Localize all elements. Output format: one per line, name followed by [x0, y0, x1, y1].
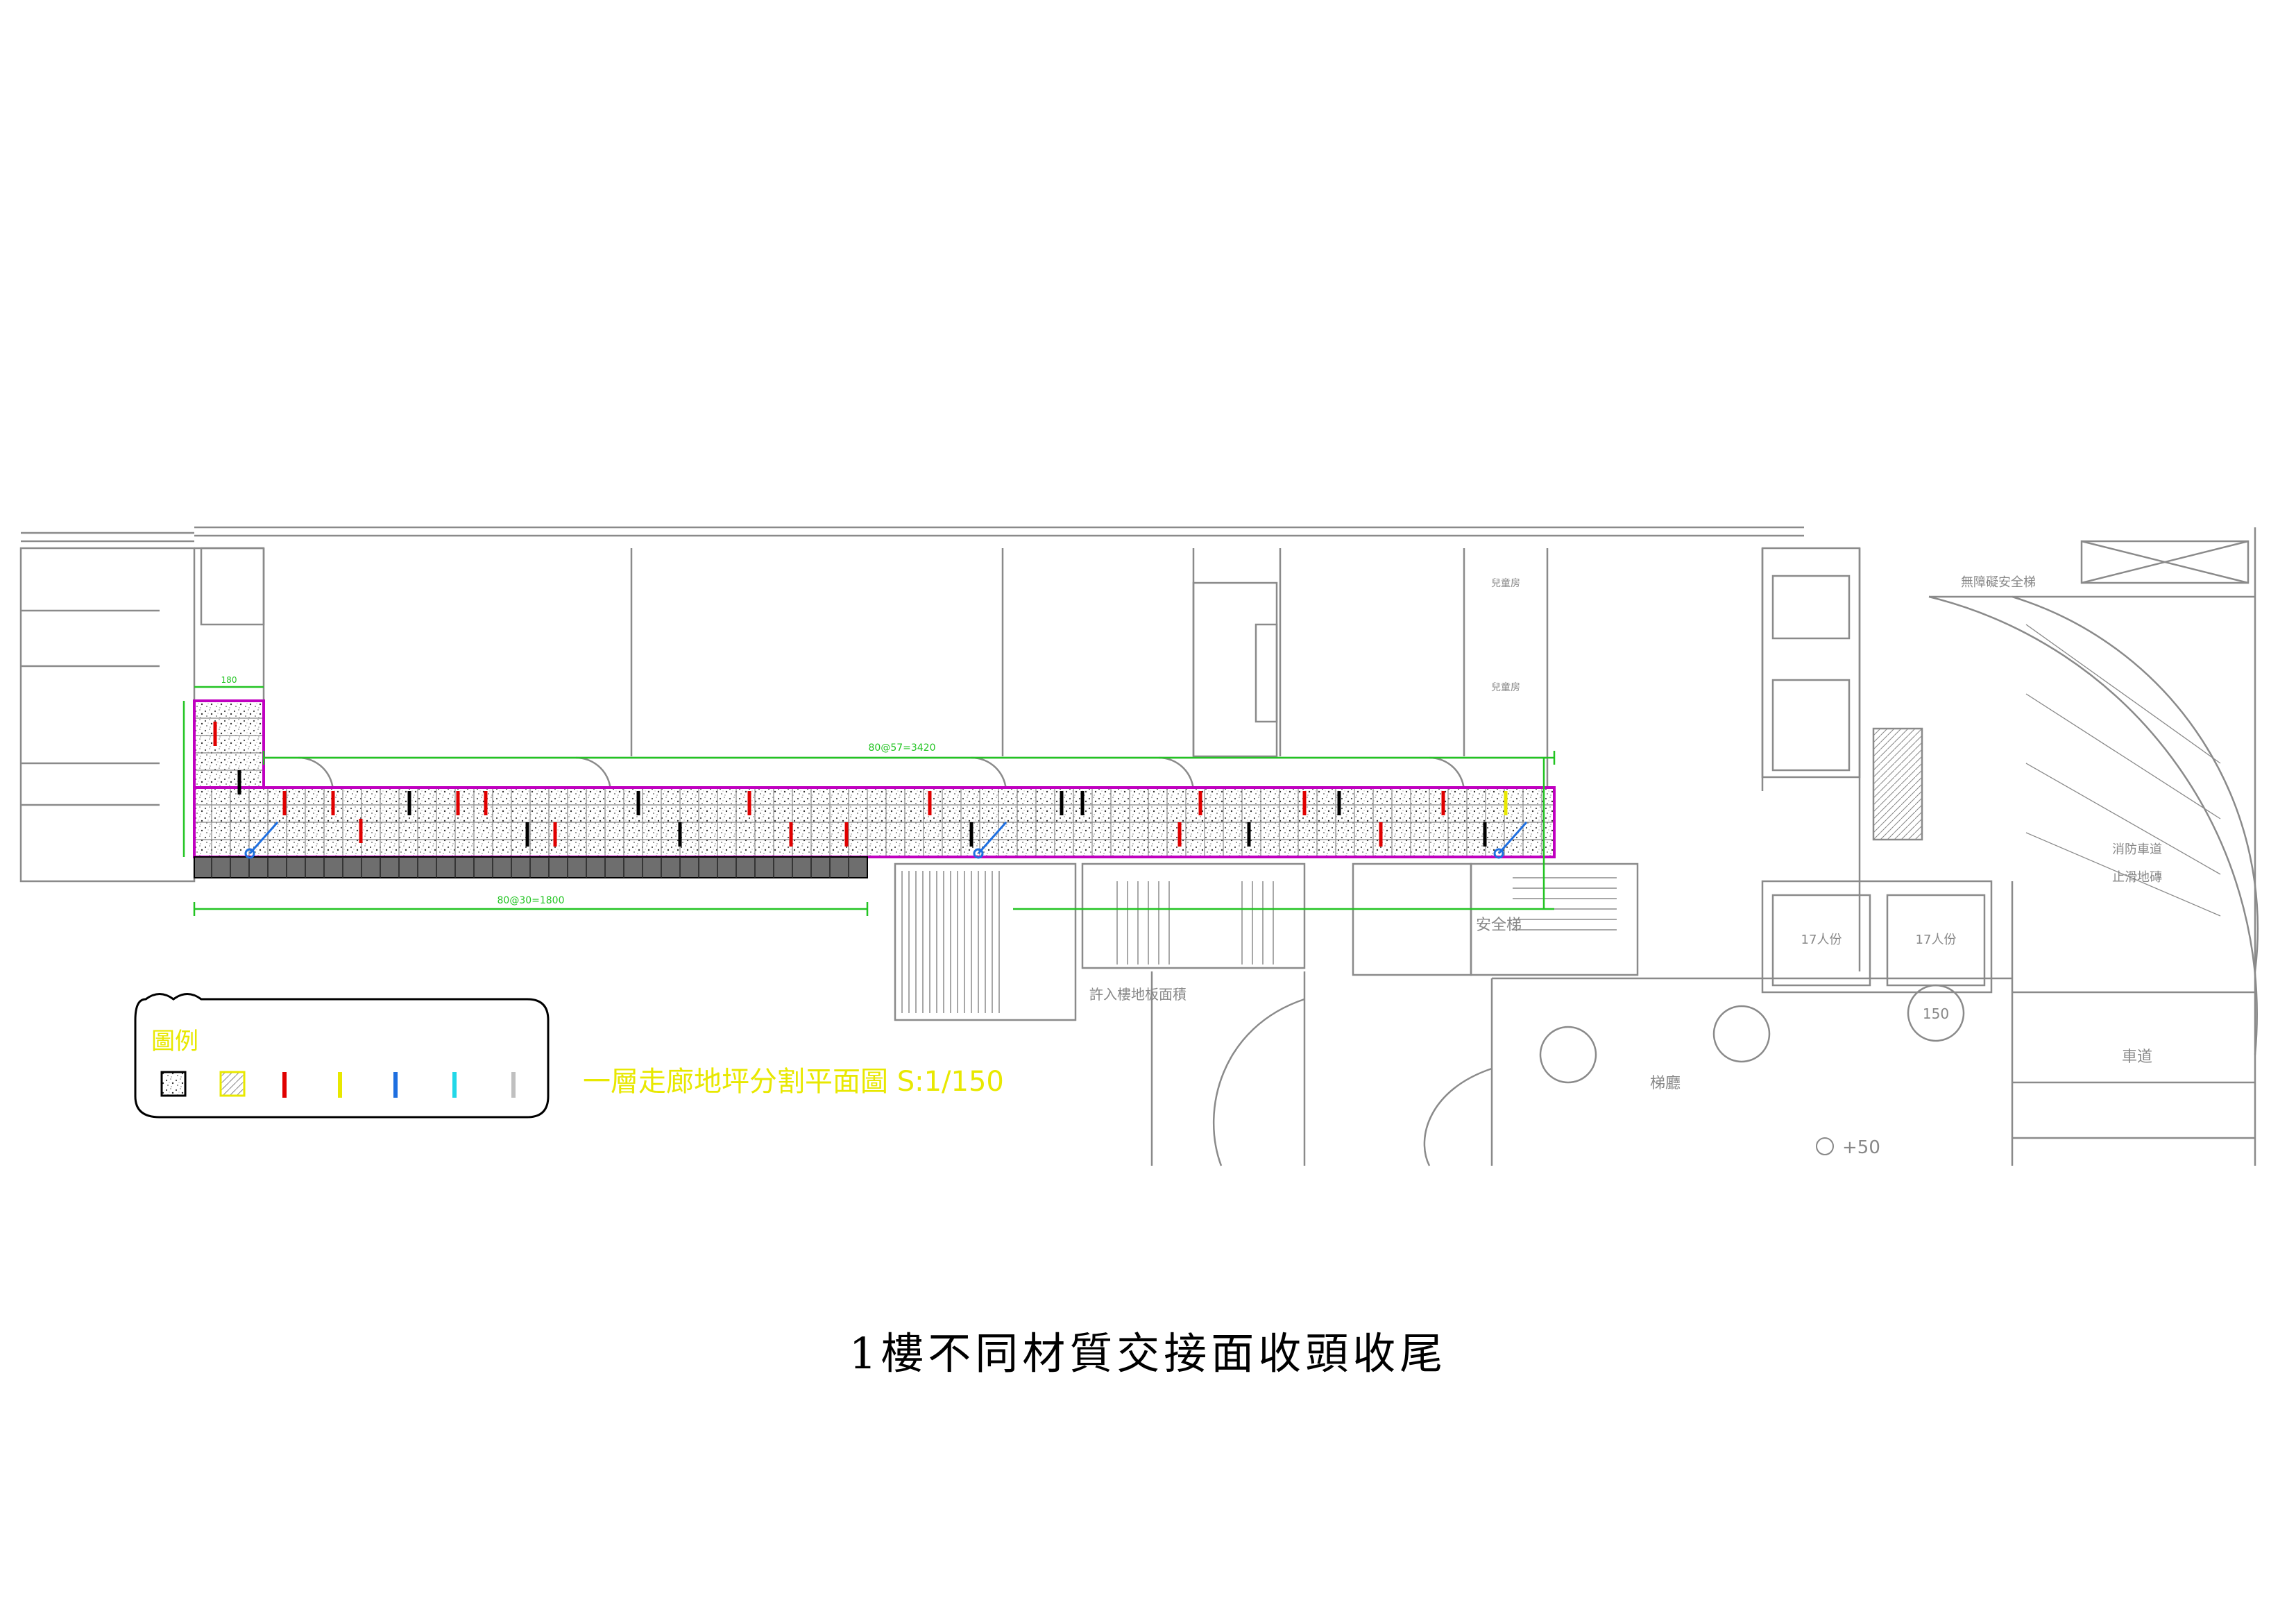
- legend-box: 圖例: [134, 993, 550, 1119]
- room-label-ramp: 車道: [2122, 1048, 2152, 1066]
- level-mark: +50: [1842, 1137, 1880, 1158]
- stone-tile-icon: [219, 1071, 246, 1097]
- room-label-lift-a: 17人份: [1801, 933, 1842, 947]
- room-label-child-a: 兒童房: [1491, 577, 1520, 589]
- drain-leader: [977, 822, 1007, 854]
- dimension-bottom-label: 80@30=1800: [498, 895, 565, 906]
- drain-icon: [1493, 848, 1504, 859]
- room-label-pit: 150: [1923, 1005, 1949, 1022]
- room-label-lift-b: 17人份: [1916, 933, 1957, 947]
- notice-label: 許入樓地板面積: [1089, 986, 1187, 1003]
- legend-title: 圖例: [151, 1028, 198, 1055]
- drain-leader: [1497, 822, 1528, 854]
- drawing-caption: 1樓不同材質交接面收頭收尾: [849, 1328, 1447, 1379]
- room-label-corridor: 梯廳: [1650, 1075, 1681, 1092]
- dimension-stub-label: 180: [221, 675, 237, 685]
- room-label-ramp-spec-a: 消防車道: [2112, 842, 2162, 857]
- drain-icon: [244, 848, 255, 859]
- dimension-top-label: 80@57=3420: [869, 742, 936, 754]
- room-label-fire-stair: 無障礙安全梯: [1961, 575, 2036, 590]
- room-label-ramp-spec-b: 止滑地磚: [2112, 870, 2162, 885]
- room-label-stair: 安全梯: [1476, 917, 1522, 934]
- dimension-lines: [182, 686, 1556, 916]
- corridor-paving-area: [193, 699, 1556, 878]
- drain-leader: [248, 822, 279, 854]
- drain-icon: [973, 848, 984, 859]
- room-label-child-b: 兒童房: [1491, 681, 1520, 693]
- granite-tile-icon: [160, 1071, 187, 1097]
- plan-title: 一層走廊地坪分割平面圖 S:1/150: [583, 1066, 1004, 1098]
- level-mark-icon: [1816, 1137, 1834, 1155]
